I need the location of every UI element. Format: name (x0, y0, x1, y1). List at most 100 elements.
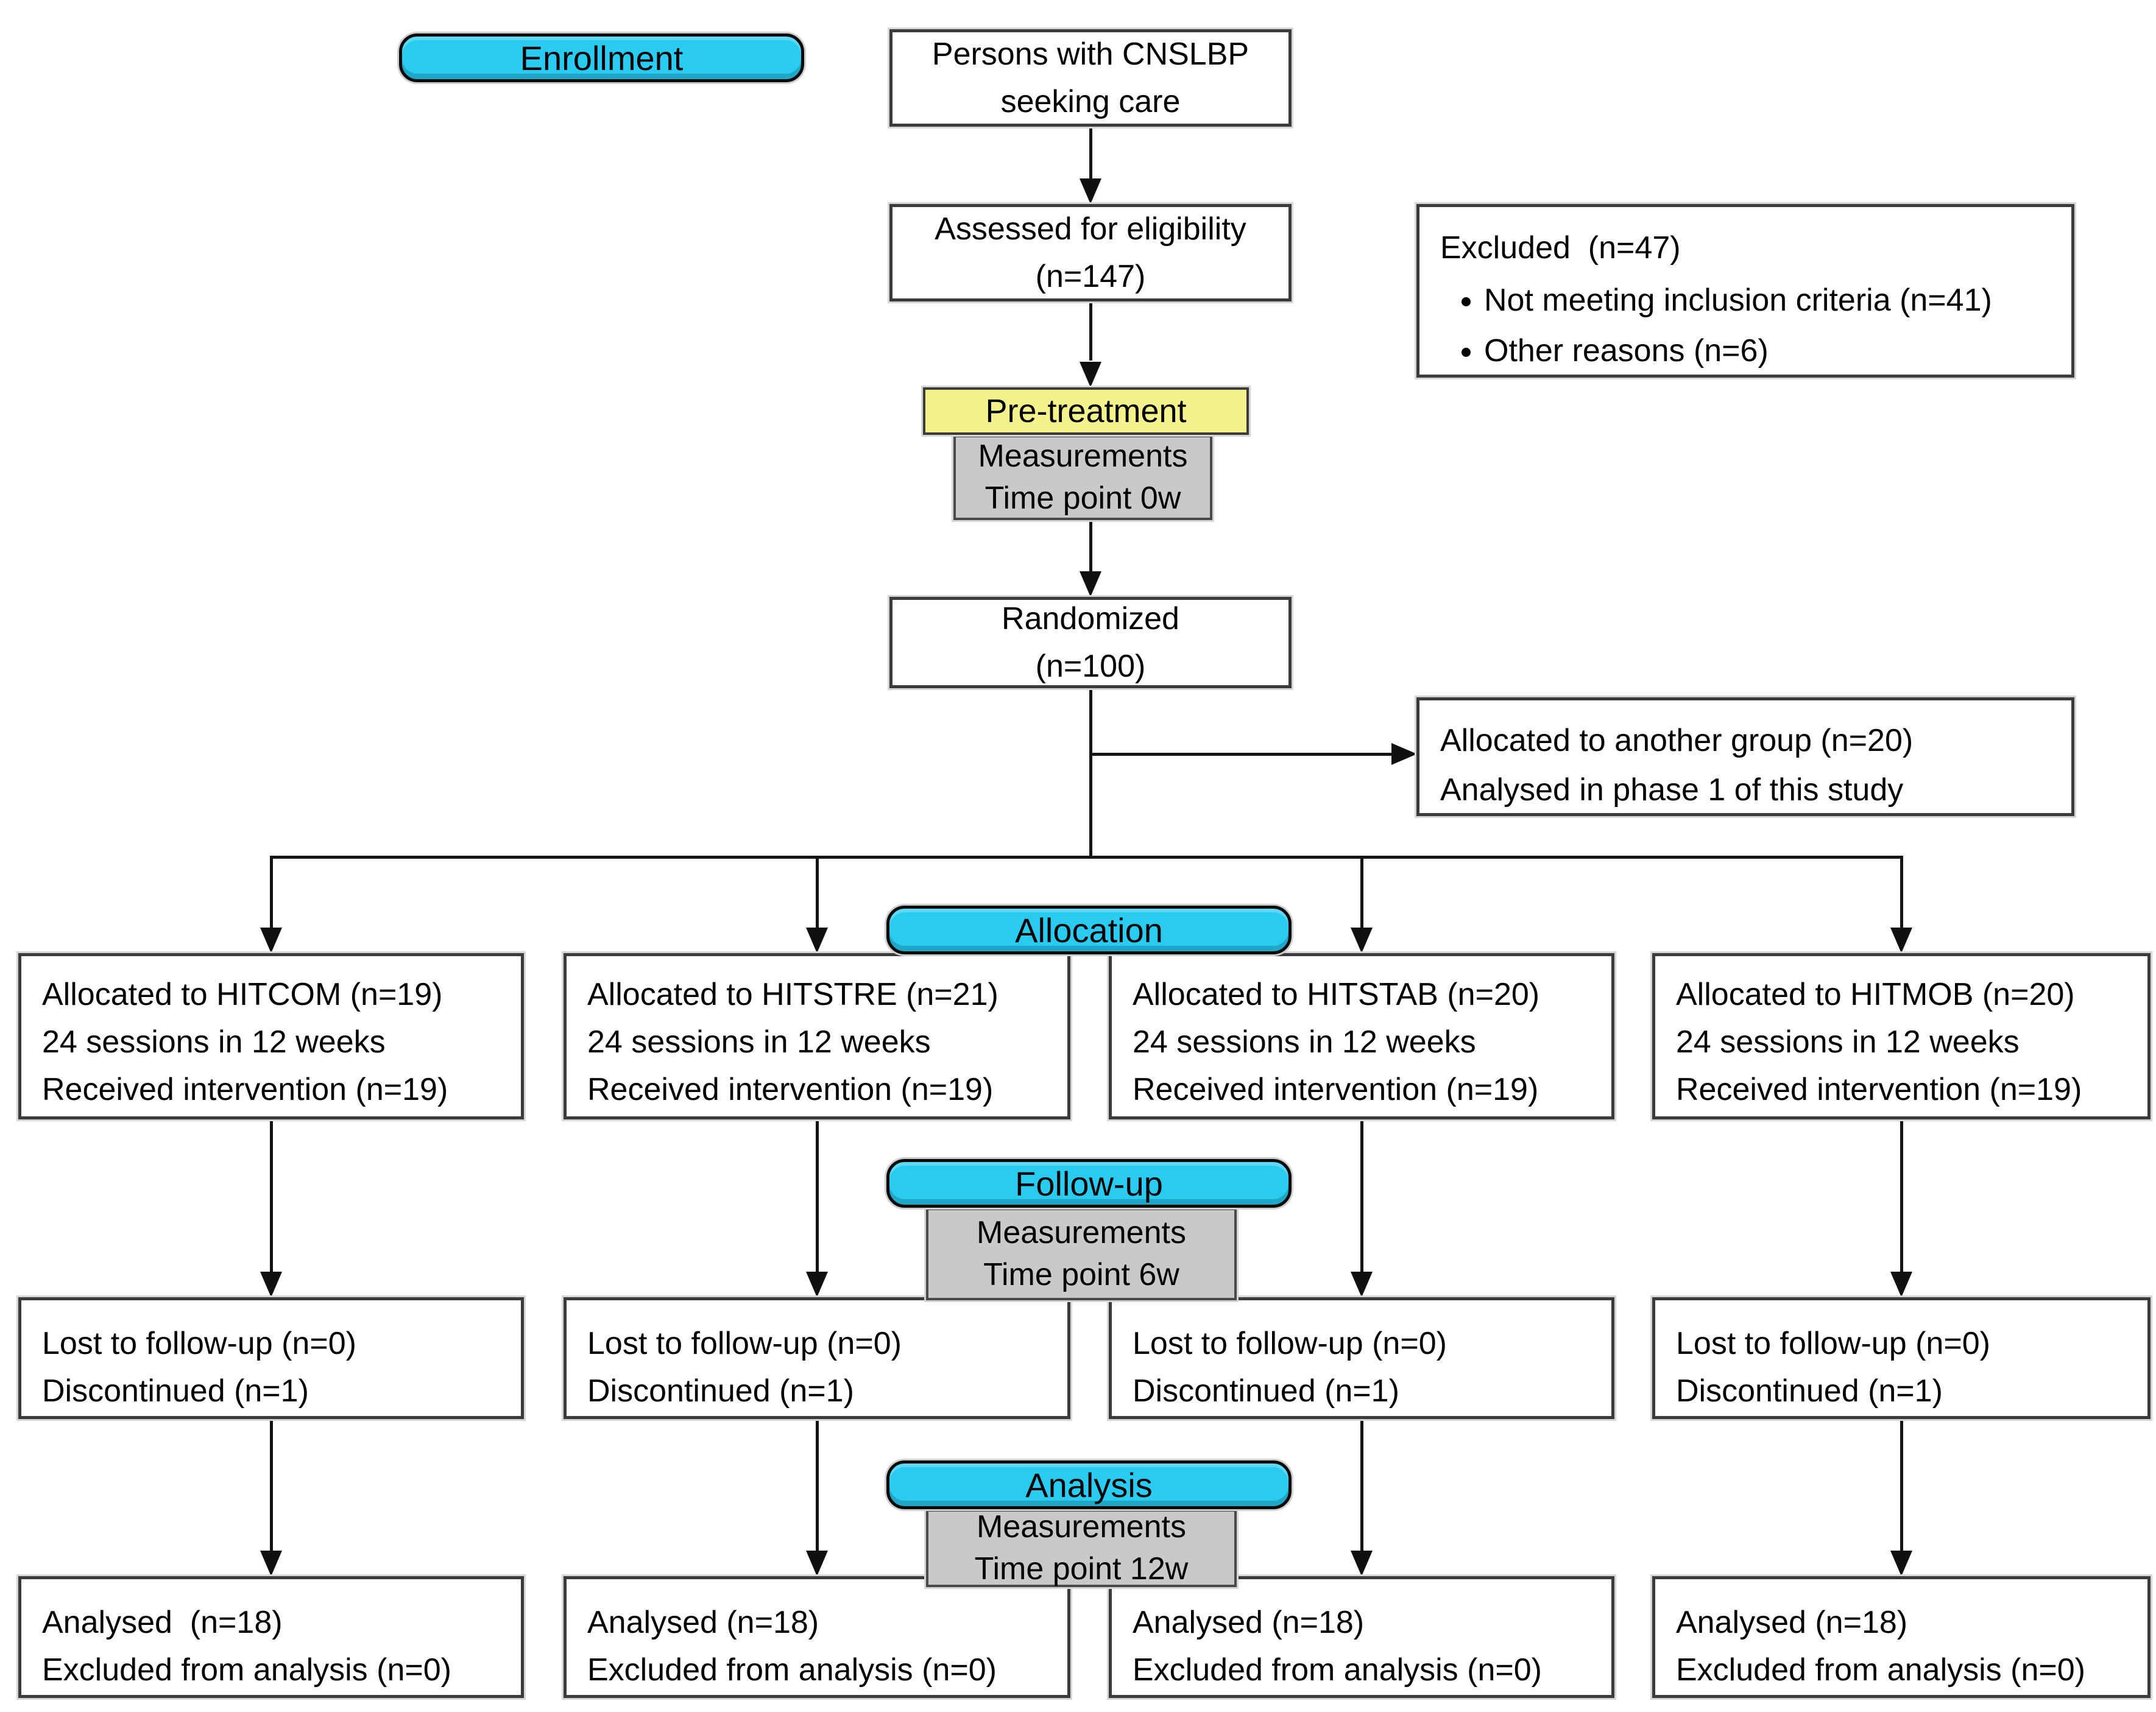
arrow-col2-analysis-head (806, 1551, 828, 1576)
hitstab-lost-line: Lost to follow-up (n=0) (1133, 1326, 1447, 1361)
hitstab-excluded-line: Excluded from analysis (n=0) (1133, 1652, 1542, 1688)
excluded-bullet-1: Not meeting inclusion criteria (n=41) (1484, 275, 2060, 326)
analysis-box-hitstab: Analysed (n=18) Excluded from analysis (… (1109, 1576, 1614, 1698)
hitmob-received-line: Received intervention (n=19) (1676, 1072, 2082, 1107)
measurement-6w-line-2: Time point 6w (983, 1257, 1179, 1292)
measurement-box-12w: Measurements Time point 12w (926, 1509, 1237, 1587)
pretreatment-label-text: Pre-treatment (985, 393, 1187, 429)
analysis-box-hitstre: Analysed (n=18) Excluded from analysis (… (564, 1576, 1070, 1698)
measurement-6w-line-1: Measurements (977, 1215, 1186, 1251)
excluded-title: Excluded (n=47) (1440, 230, 1681, 266)
hitstab-analysed-line: Analysed (n=18) (1133, 1605, 1365, 1640)
excluded-bullet-2: Other reasons (n=6) (1484, 326, 2060, 376)
measurement-12w-line-1: Measurements (977, 1509, 1186, 1545)
hitmob-sessions-line: 24 sessions in 12 weeks (1676, 1024, 2020, 1060)
stage-label-allocation: Allocation (886, 906, 1292, 954)
arrow-pretreatment-to-randomized-line (1089, 520, 1092, 572)
branch-to-another-group-line (1089, 753, 1394, 756)
hitstre-lost-line: Lost to follow-up (n=0) (587, 1326, 902, 1361)
arrow-col1-analysis-head (260, 1551, 282, 1576)
arrow-col4-analysis-line (1900, 1420, 1903, 1551)
arrow-col3-followup-line (1360, 1121, 1363, 1272)
population-line-1: Persons with CNSLBP (931, 37, 1249, 72)
allocation-box-hitstab: Allocated to HITSTAB (n=20) 24 sessions … (1109, 953, 1614, 1119)
hitstre-sessions-line: 24 sessions in 12 weeks (587, 1024, 931, 1060)
arrow-col1-followup-head (260, 1272, 282, 1297)
assessed-box: Assessed for eligibility (n=147) (889, 204, 1292, 301)
branch-to-another-group-head (1391, 743, 1417, 765)
drop-col2-head (806, 928, 828, 953)
hitmob-excluded-line: Excluded from analysis (n=0) (1676, 1652, 2085, 1688)
arrow-col1-followup-line (270, 1121, 273, 1272)
randomized-stem-line (1089, 688, 1092, 858)
randomized-box: Randomized (n=100) (889, 597, 1292, 688)
followup-box-hitstre: Lost to follow-up (n=0) Discontinued (n=… (564, 1297, 1070, 1419)
arrow-col4-followup-head (1890, 1272, 1912, 1297)
assessed-line-2: (n=147) (1035, 259, 1146, 294)
hitstre-analysed-line: Analysed (n=18) (587, 1605, 819, 1640)
stage-label-enrollment: Enrollment (399, 33, 804, 82)
hitmob-analysed-line: Analysed (n=18) (1676, 1605, 1908, 1640)
hitstre-discontinued-line: Discontinued (n=1) (587, 1373, 854, 1409)
drop-col2-line (816, 856, 819, 928)
stage-label-analysis-text: Analysis (1025, 1465, 1153, 1504)
arrow-col3-followup-head (1351, 1272, 1373, 1297)
hitstab-received-line: Received intervention (n=19) (1133, 1072, 1539, 1107)
stage-label-analysis: Analysis (886, 1460, 1292, 1509)
allocation-box-hitstre: Allocated to HITSTRE (n=21) 24 sessions … (564, 953, 1070, 1119)
pretreatment-label: Pre-treatment (923, 387, 1249, 435)
excluded-box: Excluded (n=47) Not meeting inclusion cr… (1416, 204, 2074, 378)
arrow-population-to-assessed-line (1089, 127, 1092, 183)
another-group-box: Allocated to another group (n=20) Analys… (1416, 697, 2074, 816)
hitcom-received-line: Received intervention (n=19) (42, 1072, 448, 1107)
hitcom-analysed-line: Analysed (n=18) (42, 1605, 283, 1640)
arrow-col4-analysis-head (1890, 1551, 1912, 1576)
allocation-box-hitmob: Allocated to HITMOB (n=20) 24 sessions i… (1652, 953, 2151, 1119)
arrow-col2-followup-line (816, 1121, 819, 1272)
analysis-box-hitmob: Analysed (n=18) Excluded from analysis (… (1652, 1576, 2151, 1698)
drop-col3-head (1351, 928, 1373, 953)
measurement-0w-line-2: Time point 0w (984, 481, 1181, 516)
population-box: Persons with CNSLBP seeking care (889, 29, 1292, 127)
arrow-population-to-assessed-head (1080, 178, 1101, 204)
randomized-line-1: Randomized (1002, 601, 1179, 636)
arrow-assessed-to-pretreatment-head (1080, 362, 1101, 387)
measurement-box-0w: Measurements Time point 0w (953, 435, 1212, 520)
allocation-box-hitcom: Allocated to HITCOM (n=19) 24 sessions i… (18, 953, 524, 1119)
hitcom-excluded-line: Excluded from analysis (n=0) (42, 1652, 451, 1688)
drop-col1-line (270, 856, 273, 928)
hitstre-received-line: Received intervention (n=19) (587, 1072, 994, 1107)
another-group-line-1: Allocated to another group (n=20) (1440, 723, 1914, 758)
hitstab-discontinued-line: Discontinued (n=1) (1133, 1373, 1399, 1409)
drop-col4-line (1900, 856, 1903, 928)
population-line-2: seeking care (1000, 84, 1181, 119)
drop-col4-head (1890, 928, 1912, 953)
hitmob-allocated-line: Allocated to HITMOB (n=20) (1676, 977, 2075, 1012)
hitmob-discontinued-line: Discontinued (n=1) (1676, 1373, 1943, 1409)
assessed-line-1: Assessed for eligibility (935, 211, 1246, 247)
randomized-line-2: (n=100) (1035, 649, 1146, 684)
followup-box-hitmob: Lost to follow-up (n=0) Discontinued (n=… (1652, 1297, 2151, 1419)
drop-col3-line (1360, 856, 1363, 928)
followup-box-hitcom: Lost to follow-up (n=0) Discontinued (n=… (18, 1297, 524, 1419)
excluded-bullet-list: Not meeting inclusion criteria (n=41) Ot… (1440, 275, 2060, 376)
measurement-box-6w: Measurements Time point 6w (926, 1208, 1237, 1300)
hitmob-lost-line: Lost to follow-up (n=0) (1676, 1326, 1990, 1361)
arrow-pretreatment-to-randomized-head (1080, 571, 1101, 597)
analysis-box-hitcom: Analysed (n=18) Excluded from analysis (… (18, 1576, 524, 1698)
arrow-col4-followup-line (1900, 1121, 1903, 1272)
hitcom-discontinued-line: Discontinued (n=1) (42, 1373, 309, 1409)
stage-label-allocation-text: Allocation (1015, 911, 1163, 949)
arrow-col1-analysis-line (270, 1420, 273, 1551)
hitstre-allocated-line: Allocated to HITSTRE (n=21) (587, 977, 998, 1012)
hitstab-sessions-line: 24 sessions in 12 weeks (1133, 1024, 1476, 1060)
arrow-col3-analysis-head (1351, 1551, 1373, 1576)
allocation-splitter-line (270, 856, 1903, 859)
hitcom-allocated-line: Allocated to HITCOM (n=19) (42, 977, 443, 1012)
arrow-col2-analysis-line (816, 1420, 819, 1551)
hitcom-lost-line: Lost to follow-up (n=0) (42, 1326, 356, 1361)
hitstab-allocated-line: Allocated to HITSTAB (n=20) (1133, 977, 1540, 1012)
stage-label-enrollment-text: Enrollment (520, 38, 684, 77)
arrow-col2-followup-head (806, 1272, 828, 1297)
